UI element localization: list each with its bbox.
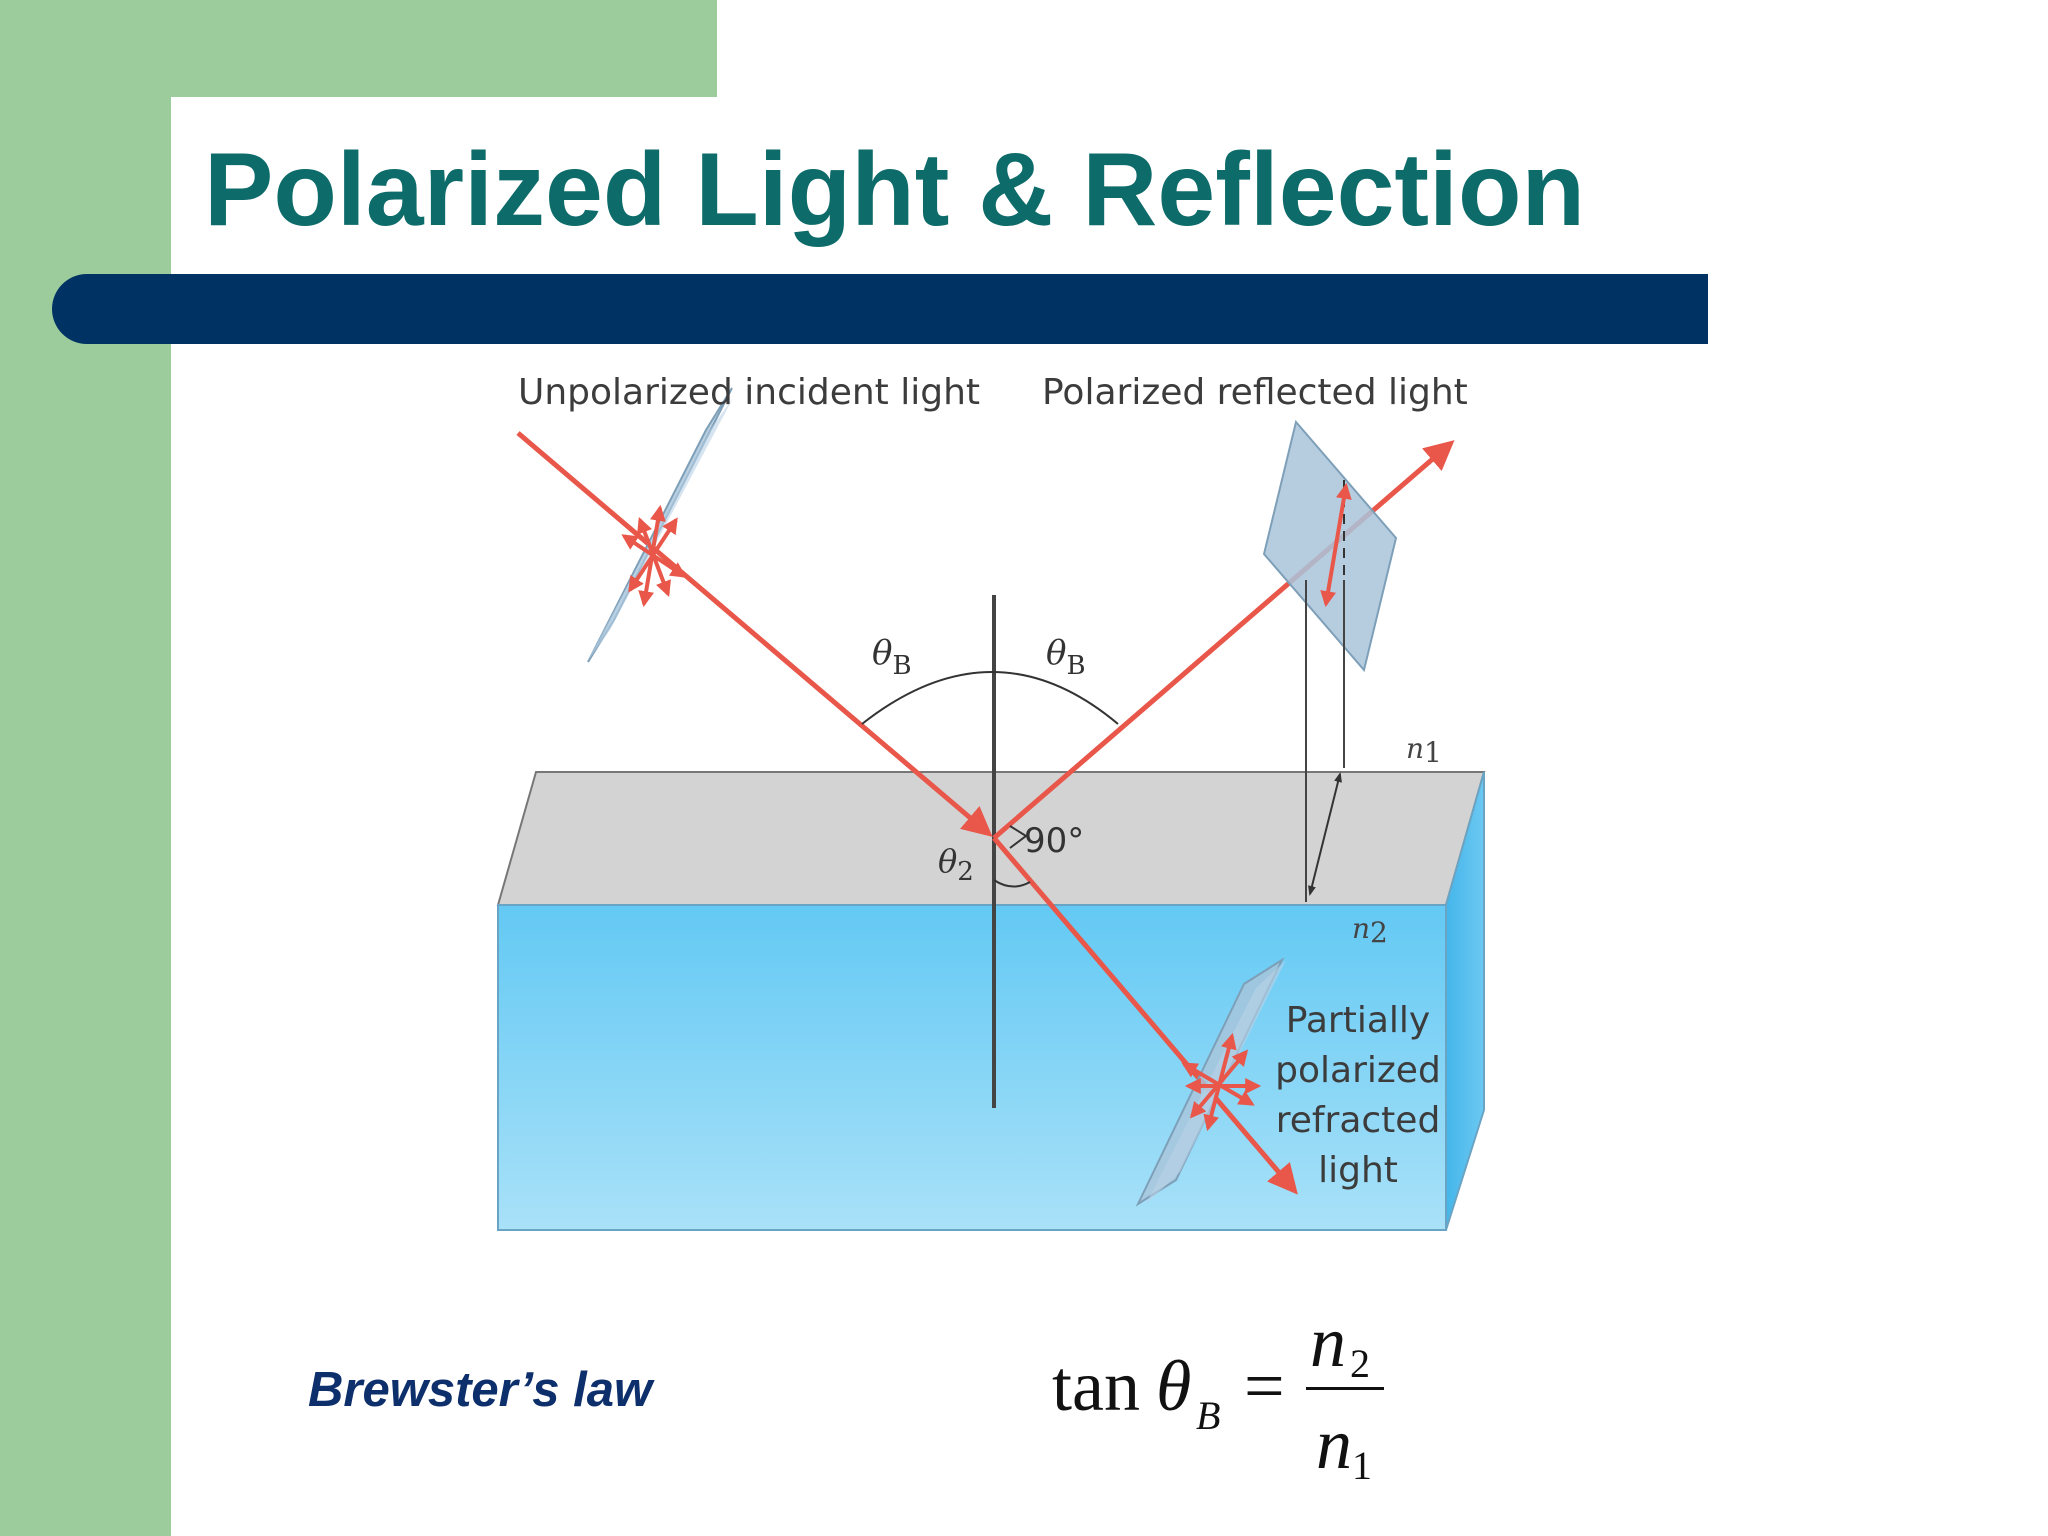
green-top-band: [0, 0, 717, 97]
green-side-band: [0, 0, 171, 1536]
n1-label: n1: [1406, 732, 1442, 769]
reflected-light-label: Polarized reflected light: [1042, 372, 1468, 413]
slide-title: Polarized Light & Reflection: [204, 132, 1585, 248]
title-panel: [183, 97, 1783, 267]
equation-denominator-subscript: 1: [1352, 1443, 1372, 1488]
incident-ray: [516, 431, 993, 837]
brewster-law-caption: Brewster’s law: [308, 1363, 653, 1417]
theta-b-left-label: θB: [872, 633, 912, 681]
incident-polarization-arrows: [621, 504, 687, 608]
equation-numerator-subscript: 2: [1350, 1341, 1370, 1386]
equation-equals: =: [1244, 1346, 1285, 1426]
refracted-light-label-line3: refracted: [1276, 1100, 1441, 1141]
n1-sub: 1: [1424, 736, 1442, 769]
incident-light-label: Unpolarized incident light: [518, 372, 980, 413]
theta-b-right-sub: B: [1066, 651, 1085, 681]
n2-symbol: n: [1352, 912, 1370, 945]
block-side-face: [1445, 771, 1485, 1231]
theta-2-sub: 2: [957, 857, 974, 887]
theta-2-arc: [993, 879, 1031, 888]
equation-theta-subscript: B: [1196, 1393, 1221, 1438]
reflected-polarization-plane: [1262, 419, 1398, 673]
refracted-light-label-line1: Partially: [1286, 1000, 1430, 1041]
refracted-light-label-line2: polarized: [1275, 1050, 1441, 1091]
refracted-ray: [992, 836, 1298, 1195]
tilt-double-arrow: [1308, 772, 1342, 896]
equation-theta: θ: [1156, 1346, 1192, 1426]
n1-symbol: n: [1406, 732, 1424, 765]
theta-2-label: θ2: [938, 842, 974, 887]
equation-numerator: n: [1310, 1302, 1346, 1382]
theta-b-right-label: θB: [1046, 633, 1086, 681]
title-underline-bar: [52, 274, 1708, 344]
equation-fraction-bar: [1306, 1387, 1384, 1390]
right-angle-marker: [1009, 825, 1028, 849]
n2-label: n2: [1352, 912, 1388, 949]
theta-b-right-symbol: θ: [1046, 633, 1066, 673]
theta-2-symbol: θ: [938, 842, 957, 880]
n2-sub: 2: [1370, 916, 1388, 949]
refracted-light-label-line4: light: [1318, 1150, 1398, 1191]
reflected-ray: [992, 440, 1455, 840]
theta-b-left-sub: B: [892, 651, 911, 681]
equation-tan: tan: [1052, 1346, 1140, 1426]
reflected-polarization-arrow: [1320, 482, 1352, 608]
angle-90-label: 90°: [1024, 821, 1084, 861]
theta-b-left-symbol: θ: [872, 633, 892, 673]
theta-b-arc: [861, 671, 1119, 725]
equation-denominator: n: [1316, 1404, 1352, 1484]
refracted-polarization-arrows: [1181, 1032, 1262, 1132]
